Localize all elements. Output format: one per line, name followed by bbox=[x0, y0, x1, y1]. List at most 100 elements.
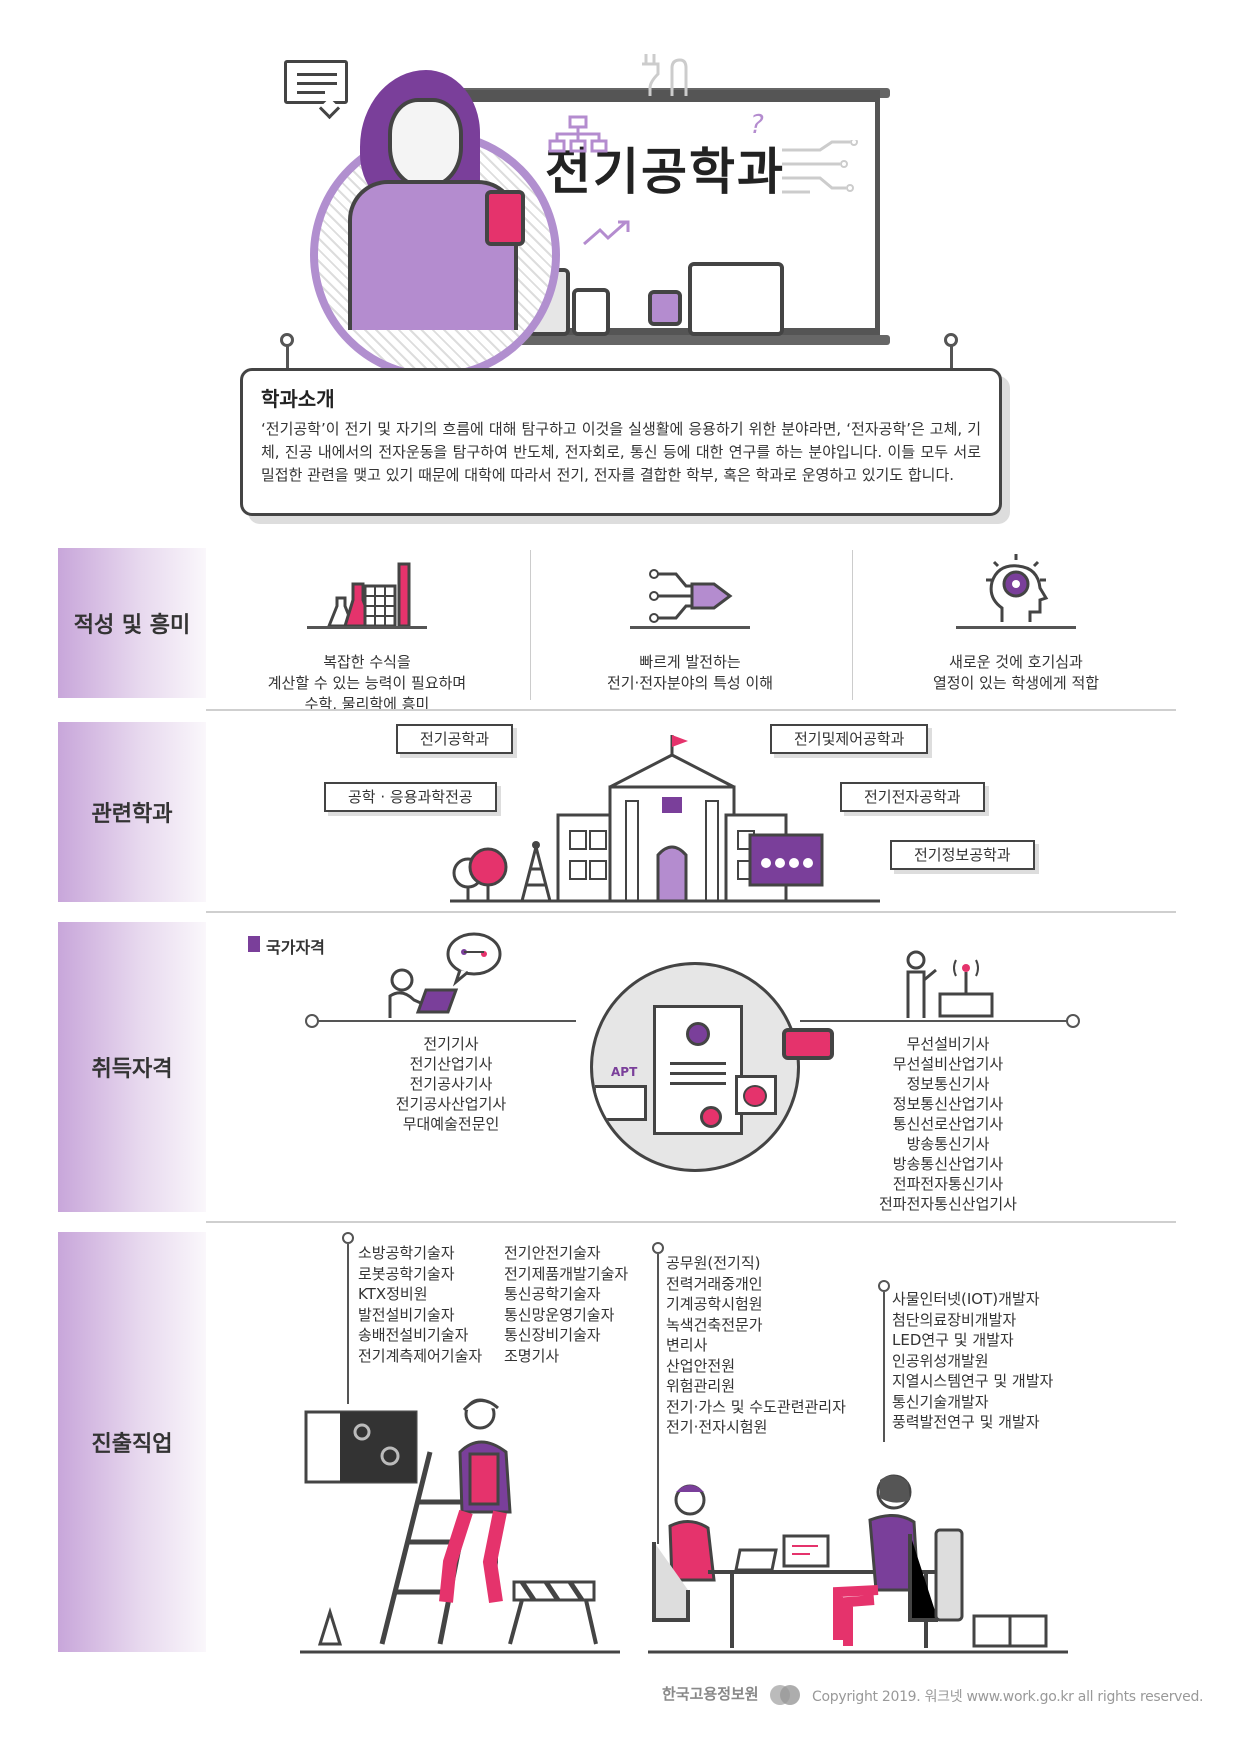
career-item: 산업안전원 bbox=[666, 1356, 736, 1375]
icon-base-line bbox=[630, 626, 750, 629]
multimeter-icon bbox=[485, 190, 525, 246]
battery-icon bbox=[572, 288, 610, 336]
aptitude-2-line-2: 전기·전자분야의 특성 이해 bbox=[606, 674, 774, 692]
section-qualification: 취득자격 bbox=[58, 922, 206, 1212]
board-bottom-rod bbox=[450, 335, 890, 345]
career-list-2: 전기안전기술자 전기제품개발기술자 통신공학기술자 통신망운영기술자 통신장비기… bbox=[504, 1243, 628, 1366]
section-careers: 진출직업 bbox=[58, 1232, 206, 1652]
career-item: 조명기사 bbox=[504, 1346, 560, 1365]
career-item: LED연구 및 개발자 bbox=[892, 1331, 1014, 1349]
qualification-item: 전파전자통신산업기사 bbox=[878, 1195, 1017, 1213]
pin-line-right bbox=[950, 346, 953, 370]
divider-3 bbox=[206, 1221, 1176, 1223]
career-item: 전기계측제어기술자 bbox=[358, 1346, 483, 1365]
qualification-item: 무선설비산업기사 bbox=[892, 1055, 1004, 1073]
intro-body: ‘전기공학’이 전기 및 자기의 흐름에 대해 탐구하고 이것을 실생활에 응용… bbox=[261, 420, 981, 484]
icon-base-line bbox=[307, 626, 427, 629]
qualification-item: 전기공사산업기사 bbox=[395, 1095, 507, 1113]
certificate-illustration: APT bbox=[590, 962, 800, 1172]
pin-left bbox=[280, 333, 294, 347]
career-line-4 bbox=[883, 1292, 885, 1442]
intro-heading: 학과소개 bbox=[261, 387, 335, 411]
career-dot-3 bbox=[652, 1242, 664, 1254]
qualification-item: 전기산업기사 bbox=[409, 1055, 493, 1073]
career-list-3: 공무원(전기직) 전력거래중개인 기계공학시험원 녹색건축전문가 변리사 산업안… bbox=[666, 1253, 846, 1438]
lab-flask-chart-icon bbox=[326, 562, 411, 628]
career-item: 통신망운영기술자 bbox=[504, 1305, 615, 1324]
career-item: 사물인터넷(IOT)개발자 bbox=[892, 1290, 1040, 1308]
qualification-item: 방송통신기사 bbox=[906, 1135, 990, 1153]
career-item: 변리사 bbox=[666, 1336, 708, 1354]
related-dept-tag: 전기공학과 bbox=[396, 724, 514, 754]
circuit-lines-icon bbox=[782, 140, 858, 194]
question-mark-icon: ? bbox=[750, 110, 764, 140]
career-item: 전기·전자시험원 bbox=[666, 1418, 768, 1436]
career-item: 로봇공학기술자 bbox=[358, 1264, 455, 1283]
career-item: 통신공학기술자 bbox=[504, 1285, 601, 1303]
qualification-item: 방송통신산업기사 bbox=[892, 1155, 1004, 1173]
aptitude-1-line-1: 복잡한 수식을 bbox=[323, 653, 411, 671]
aptitude-item-1: 복잡한 수식을 계산할 수 있는 능력이 필요하며 수학, 물리학에 흥미 bbox=[207, 560, 527, 715]
org-chart-icon bbox=[548, 115, 608, 153]
career-line-1 bbox=[347, 1244, 349, 1404]
career-item: 통신장비기술자 bbox=[504, 1326, 601, 1344]
career-list-1: 소방공학기술자 로봇공학기술자 KTX정비원 발전설비기술자 송배전설비기술자 … bbox=[358, 1243, 482, 1366]
career-item: 풍력발전연구 및 개발자 bbox=[892, 1413, 1040, 1431]
plug-icon bbox=[642, 54, 688, 96]
qualification-item: 정보통신기사 bbox=[906, 1075, 990, 1093]
career-item: 전기·가스 및 수도관련관리자 bbox=[666, 1397, 846, 1416]
related-dept-tag: 전기및제어공학과 bbox=[770, 724, 929, 754]
certificate-paper bbox=[653, 1005, 743, 1135]
copyright-text: Copyright 2019. 워크넷 www.work.go.kr all r… bbox=[812, 1689, 1204, 1705]
career-item: 발전설비기술자 bbox=[358, 1305, 455, 1324]
career-dot-1 bbox=[342, 1232, 354, 1244]
section-aptitude: 적성 및 흥미 bbox=[58, 548, 206, 698]
aptitude-item-2: 빠르게 발전하는 전기·전자분야의 특성 이해 bbox=[530, 560, 850, 694]
aptitude-3-line-1: 새로운 것에 호기심과 bbox=[949, 653, 1083, 671]
aptitude-3-line-2: 열정이 있는 학생에게 적합 bbox=[932, 674, 1100, 692]
career-item: 녹색건축전문가 bbox=[666, 1315, 763, 1334]
pin-right bbox=[944, 333, 958, 347]
career-item: 전기제품개발기술자 bbox=[504, 1264, 629, 1283]
qualification-item: 전파전자통신기사 bbox=[892, 1175, 1004, 1193]
department-intro-box: 학과소개 ‘전기공학’이 전기 및 자기의 흐름에 대해 탐구하고 이것을 실생… bbox=[240, 368, 1002, 516]
trend-arrow-icon bbox=[583, 220, 630, 246]
career-line-3 bbox=[657, 1254, 659, 1544]
qualification-item: 전기공사기사 bbox=[409, 1075, 493, 1093]
related-dept-tag: 전기전자공학과 bbox=[840, 782, 985, 812]
timeline-dot-right bbox=[1066, 1014, 1080, 1028]
qualification-list-left: 전기기사 전기산업기사 전기공사기사 전기공사산업기사 무대예술전문인 bbox=[376, 1034, 526, 1134]
qualification-item: 통신선로산업기사 bbox=[892, 1115, 1004, 1133]
aptitude-1-line-3: 수학, 물리학에 흥미 bbox=[304, 695, 430, 713]
divider-2 bbox=[206, 911, 1176, 913]
career-item: 통신기술개발자 bbox=[892, 1392, 989, 1411]
related-dept-tag: 전기정보공학과 bbox=[890, 840, 1035, 870]
career-list-4: 사물인터넷(IOT)개발자 첨단의료장비개발자 LED연구 및 개발자 인공위성… bbox=[892, 1289, 1053, 1433]
timeline-left bbox=[318, 1020, 576, 1022]
apt-label: APT bbox=[611, 1065, 638, 1079]
power-socket-icon bbox=[648, 290, 682, 326]
speech-bubble-icon bbox=[284, 60, 348, 104]
university-building-icon bbox=[450, 735, 880, 903]
related-dept-tag: 공학 · 응용과학전공 bbox=[324, 782, 497, 812]
career-item: KTX정비원 bbox=[358, 1285, 428, 1303]
hero-illustration: 전기공학과 ? bbox=[284, 40, 960, 380]
national-qualification-label: 국가자격 bbox=[266, 938, 325, 957]
aptitude-divider-1 bbox=[530, 550, 531, 700]
career-item: 소방공학기술자 bbox=[358, 1244, 455, 1262]
career-item: 첨단의료장비개발자 bbox=[892, 1310, 1017, 1329]
timeline-right bbox=[800, 1020, 1068, 1022]
electrician-on-ladder-icon bbox=[300, 1398, 620, 1654]
pager-device-icon bbox=[782, 1028, 834, 1060]
icon-base-line bbox=[956, 626, 1076, 629]
qualification-list-right: 무선설비기사 무선설비산업기사 정보통신기사 정보통신산업기사 통신선로산업기사… bbox=[866, 1034, 1030, 1214]
career-item: 기계공학시험원 bbox=[666, 1295, 763, 1313]
qualification-item: 전기기사 bbox=[423, 1035, 479, 1053]
career-item: 전기안전기술자 bbox=[504, 1244, 601, 1262]
career-item: 위험관리원 bbox=[666, 1377, 736, 1395]
aptitude-divider-2 bbox=[852, 550, 853, 700]
person-head bbox=[388, 98, 463, 188]
timeline-dot-left bbox=[305, 1014, 319, 1028]
antenna-technician-icon bbox=[906, 950, 994, 1018]
aptitude-item-3: 새로운 것에 호기심과 열정이 있는 학생에게 적합 bbox=[856, 554, 1176, 694]
